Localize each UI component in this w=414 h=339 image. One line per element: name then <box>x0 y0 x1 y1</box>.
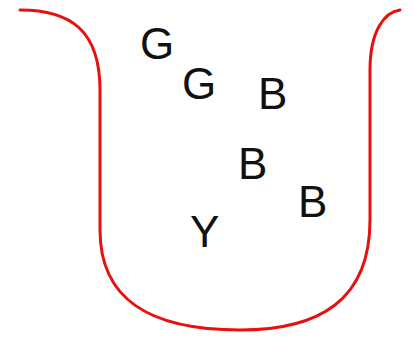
ball-letter: G <box>140 22 174 66</box>
ball-letter: B <box>238 142 267 186</box>
ball-letter: Y <box>190 210 219 254</box>
ball-letter: B <box>258 72 287 116</box>
bag-line <box>20 10 400 330</box>
ball-letter: B <box>298 180 327 224</box>
ball-letter: G <box>182 62 216 106</box>
